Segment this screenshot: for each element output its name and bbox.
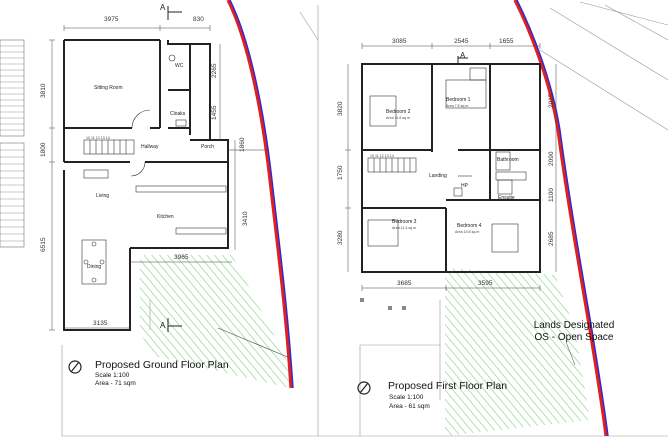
annotation-line2: OS - Open Space <box>534 331 614 343</box>
gf-dim-right-wc: 2265 <box>211 63 218 78</box>
gf-room-dining: Dining <box>87 264 102 270</box>
open-space-hatch-right <box>445 268 590 436</box>
gf-dim-left-mid: 1800 <box>40 142 47 157</box>
ff-section-mark: A <box>460 51 466 60</box>
annotation-line1: Lands Designated <box>533 320 615 331</box>
gf-room-cloaks: Cloaks <box>170 111 186 117</box>
gf-plan-title: Proposed Ground Floor Plan <box>95 359 229 371</box>
gf-plan-scale: Scale 1:100 <box>95 372 130 379</box>
ff-room-bedroom3: Bedroom 3 <box>392 219 417 225</box>
ff-dim-left-top: 3820 <box>337 101 344 116</box>
ff-room-bedroom1: Bedroom 1 <box>446 97 471 103</box>
gf-section-mark: A <box>160 3 166 12</box>
ground-floor-walls <box>63 39 229 331</box>
first-floor-section-marker <box>457 56 468 64</box>
gf-room-hallway: Hallway <box>141 144 159 150</box>
site-boundary-left <box>226 0 294 389</box>
first-floor-dimension-lines <box>345 43 557 291</box>
ff-stair-numbers: 10 11 12 13 14 <box>370 154 394 158</box>
gf-dim-dining-ext: 3965 <box>174 254 189 261</box>
ff-dim-left-bottom: 3280 <box>337 230 344 245</box>
annotation-leader <box>217 327 291 359</box>
north-arrow-icon <box>68 360 371 395</box>
gf-dim-bottom-width: 3135 <box>93 320 108 327</box>
ff-dim-top-mid: 2545 <box>454 38 469 45</box>
ff-dim-top-left: 3085 <box>392 38 407 45</box>
ff-dim-left-mid: 1750 <box>337 165 344 180</box>
gf-dim-top-small: 830 <box>193 16 204 23</box>
ground-floor-fixtures <box>81 54 268 285</box>
gf-dim-right-porch: 1860 <box>239 137 246 152</box>
gf-section-mark-bottom: A <box>160 321 166 330</box>
gf-dim-right-kitchen: 3410 <box>242 211 249 226</box>
neighbour-hatch-left <box>0 39 25 248</box>
ff-dim-right-top: 2015 <box>548 93 555 108</box>
site-lines <box>61 1 668 437</box>
ff-dim-bottom-left: 3685 <box>397 280 412 287</box>
open-space-annotation: Lands Designated OS - Open Space <box>524 320 624 343</box>
ff-dim-right-mid: 2090 <box>548 151 555 166</box>
first-floor-walls <box>361 63 541 273</box>
ff-room-bedroom4: Bedroom 4 <box>457 223 482 229</box>
ff-room-bedroom1-area: Area 7.5 sq m <box>446 104 469 108</box>
ground-floor-dimension-lines <box>49 25 236 331</box>
ff-room-hp: HP <box>461 183 468 189</box>
ff-room-landing: Landing <box>429 173 447 179</box>
gf-dim-top-width: 3975 <box>104 16 119 23</box>
ff-dim-top-right: 1655 <box>499 38 514 45</box>
gf-room-porch: Porch <box>201 144 215 150</box>
site-boundary-right <box>513 0 609 437</box>
ff-room-bedroom3-area: Area 11.4 sq m <box>392 226 417 230</box>
ff-plan-area: Area - 61 sqm <box>389 403 430 410</box>
ff-room-bathroom: Bathroom <box>497 157 519 163</box>
ff-room-bedroom2: Bedroom 2 <box>386 109 411 115</box>
first-floor-fixtures <box>367 67 527 253</box>
gf-dim-right-cloaks: 1455 <box>211 105 218 120</box>
ff-room-bedroom2-area: Area 11.6 sq m <box>386 116 411 120</box>
ff-dim-right-small: 1100 <box>548 188 555 202</box>
gf-room-living: Living <box>96 193 110 199</box>
ff-plan-scale: Scale 1:100 <box>389 394 424 401</box>
ff-dim-right-bottom: 2685 <box>548 231 555 246</box>
ground-floor-section-marker <box>167 6 182 332</box>
site-posts <box>360 298 406 310</box>
gf-room-wc: WC <box>175 63 184 69</box>
gf-room-kitchen: Kitchen <box>157 214 174 220</box>
ff-room-ensuite: Ensuite <box>498 195 515 201</box>
gf-room-sitting-room: Sitting Room <box>94 85 123 91</box>
ff-dim-bottom-right: 3595 <box>478 280 493 287</box>
gf-stair-numbers: 10 11 12 13 14 <box>86 136 110 140</box>
open-space-hatch-left <box>140 255 290 388</box>
gf-plan-area: Area - 71 sqm <box>95 380 136 387</box>
ff-plan-title: Proposed First Floor Plan <box>388 380 508 392</box>
gf-dim-left-bottom: 6515 <box>40 237 47 252</box>
gf-dim-left-top: 3810 <box>40 83 47 98</box>
ff-room-bedroom4-area: Area 15.8 sq m <box>455 230 480 234</box>
